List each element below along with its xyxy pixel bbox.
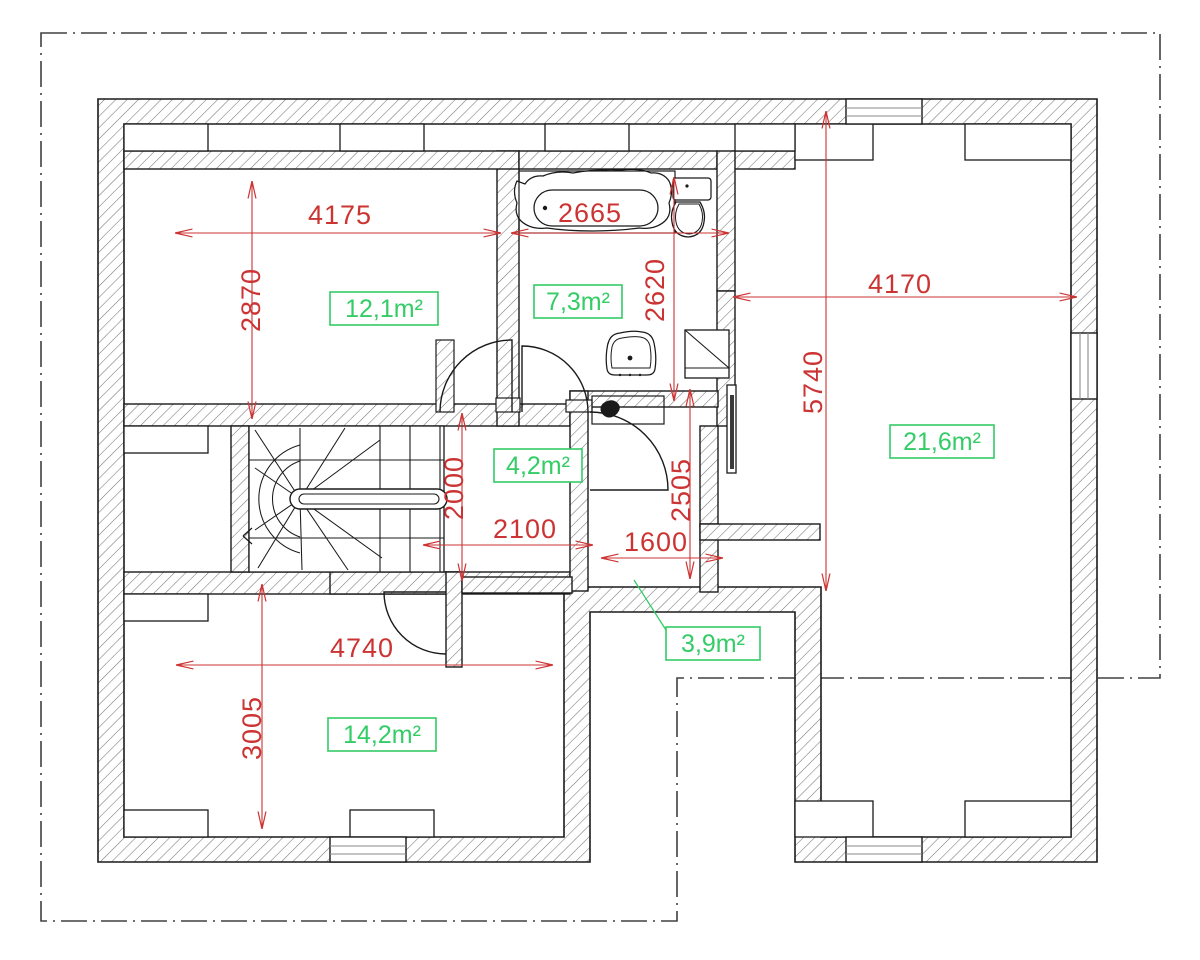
niche-bottom-left2: [349, 809, 435, 838]
partition-wall-v4: [569, 390, 589, 592]
dim-2870-label: 2870: [236, 268, 266, 332]
niche-left-bottom: [123, 809, 209, 838]
partition-wall-h0: [123, 150, 520, 170]
partition-wall-v6: [230, 425, 250, 573]
area-label-12-1: 12,1m²: [345, 295, 423, 323]
dim-2665-label: 2665: [558, 198, 622, 228]
partition-wall-v7: [445, 571, 463, 668]
dim-2100-label: 2100: [493, 514, 557, 544]
area-label-7-3: 7,3m²: [546, 288, 610, 316]
area-leader-line: [633, 579, 667, 631]
door-bedroom-top-left: [439, 339, 513, 413]
window-bottom-left: [329, 836, 407, 863]
window-top: [845, 98, 923, 125]
wall-fixture: [591, 395, 665, 425]
area-badge-3-9: 3,9m²: [665, 626, 761, 661]
partition-wall-h4: [699, 523, 821, 541]
partition-wall-h5: [329, 571, 461, 595]
dim-4170-label: 4170: [868, 269, 932, 299]
dimension-lines: [176, 112, 1076, 828]
dim-2505-label: 2505: [666, 458, 696, 522]
niche-top-left: [794, 123, 874, 161]
partition-wall-h6: [461, 576, 573, 594]
area-label-4-2: 4,2m²: [506, 452, 570, 480]
window-bottom-right: [845, 836, 923, 863]
niche-top-right: [964, 123, 1072, 161]
niche-bottom-right: [964, 800, 1072, 838]
niche-top-bath2: [734, 123, 796, 152]
dim-1600-label: 1600: [624, 527, 688, 557]
dimension-labels: 4175 2870 2665 2620 4170 5740 2000 2100 …: [236, 198, 932, 760]
window-right: [1070, 332, 1098, 400]
door-bedroom-bottom-left: [383, 591, 447, 655]
door-bathroom: [521, 345, 589, 413]
bathtub: [513, 168, 676, 234]
dim-4175-label: 4175: [308, 200, 372, 230]
area-badge-21-6: 21,6m²: [889, 424, 995, 459]
dim-2620-label: 2620: [640, 258, 670, 322]
area-label-21-6: 21,6m²: [903, 428, 981, 456]
washbasin: [605, 330, 657, 377]
windows-group: [329, 98, 1098, 863]
wall-assembly: [97, 98, 1098, 863]
partition-wall-h0c: [732, 150, 796, 170]
dim-3005-label: 3005: [237, 696, 267, 760]
door-jamb-2: [435, 339, 455, 413]
area-label-3-9: 3,9m²: [681, 630, 745, 658]
niche-top-bath: [544, 123, 630, 152]
area-labels: 12,1m² 7,3m² 4,2m² 3,9m² 21,6m² 14,2m²: [327, 284, 995, 752]
dim-5740-label: 5740: [798, 350, 828, 414]
partition-wall-v3: [699, 425, 719, 527]
staircase: [242, 425, 448, 573]
door-jamb-1: [495, 397, 521, 413]
niche-left-mid: [123, 425, 209, 454]
sliding-door: [726, 384, 737, 474]
area-label-14-2: 14,2m²: [343, 721, 421, 749]
dim-2000-label: 2000: [439, 456, 469, 520]
niche-bottom-left: [794, 800, 874, 838]
niche-top-mid: [339, 123, 425, 152]
partition-wall-h0b: [518, 150, 718, 170]
area-badge-4-2: 4,2m²: [493, 448, 583, 483]
site-boundary: [40, 32, 1161, 922]
niche-left-low: [123, 593, 209, 622]
partition-wall-v2: [716, 150, 736, 292]
dim-4740-label: 4740: [330, 633, 394, 663]
niche-left-top: [123, 123, 209, 152]
shower-cabin: [684, 329, 730, 379]
area-badge-14-2: 14,2m²: [327, 717, 437, 752]
area-badge-7-3: 7,3m²: [533, 284, 623, 319]
area-badge-12-1: 12,1m²: [329, 291, 439, 326]
